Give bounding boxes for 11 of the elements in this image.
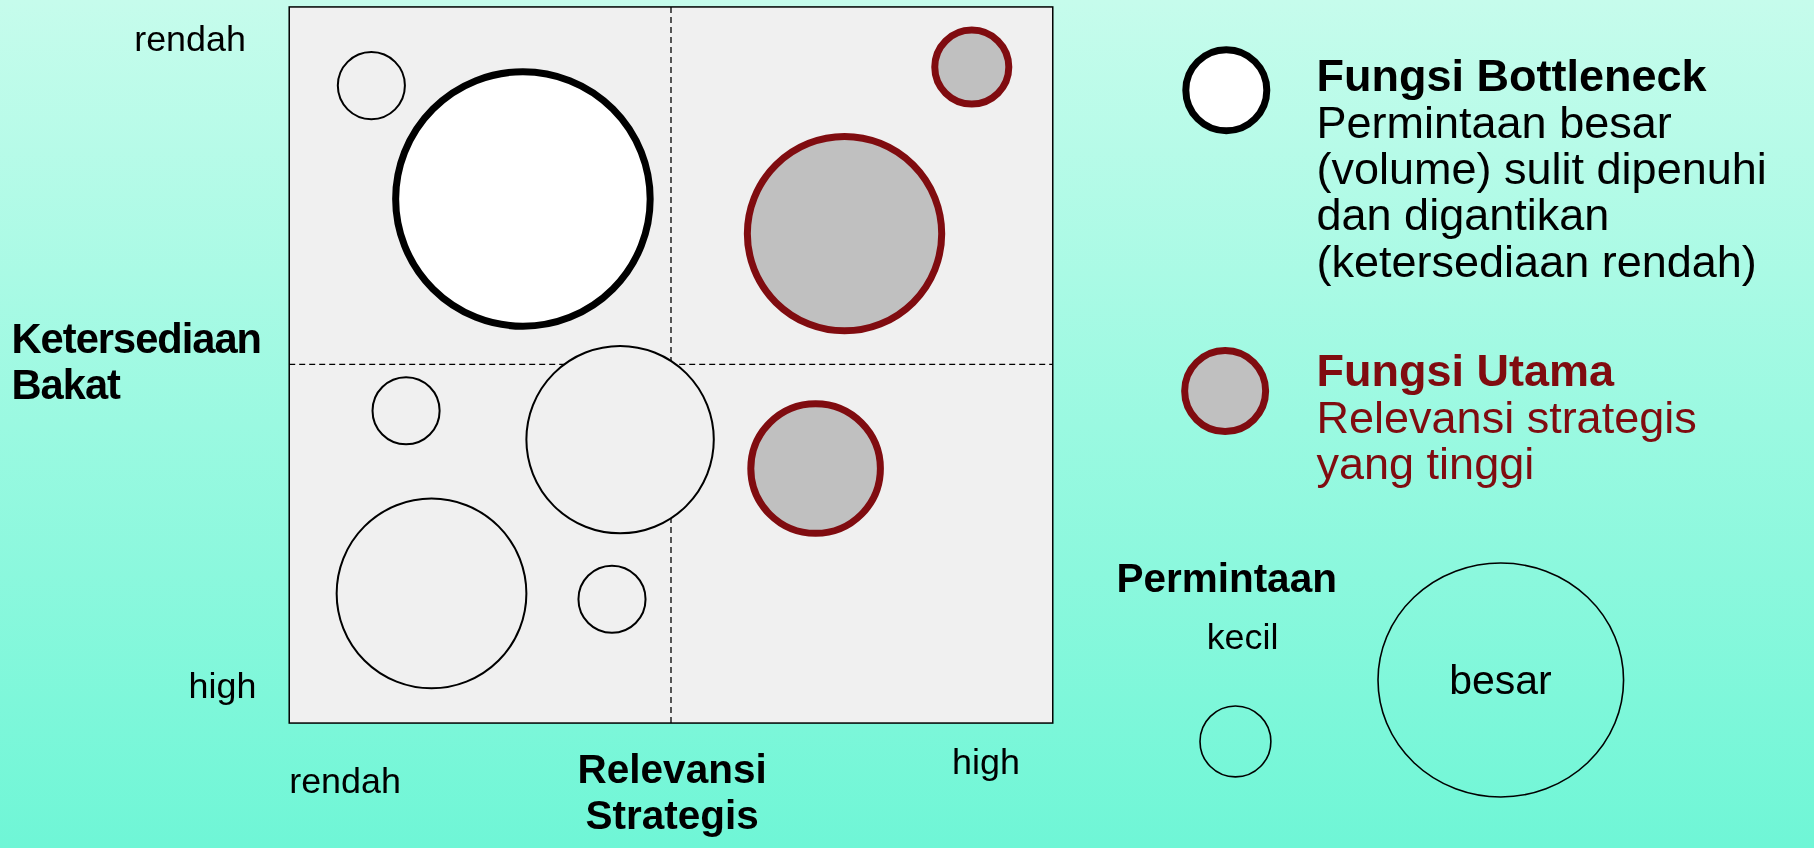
axis-title: Relevansi Strategis bbox=[576, 747, 768, 838]
axis-title: Ketersediaan Bakat bbox=[11, 315, 262, 410]
axis-label: high bbox=[952, 741, 1020, 782]
axis-label: rendah bbox=[289, 761, 401, 802]
axis-label: rendah bbox=[134, 18, 246, 59]
axis-label: high bbox=[188, 666, 257, 707]
legend-text: Fungsi Utama Relevansi strategis yang tinggi bbox=[1316, 348, 1698, 488]
axis-title: Permintaan bbox=[1116, 556, 1338, 602]
legend-text: Fungsi Bottleneck Permintaan besar (volume) sulit dipenuhi dan digantikan (ketersediaan rendah) bbox=[1316, 53, 1768, 285]
size-label: kecil bbox=[1206, 616, 1279, 657]
size-label: besar bbox=[1449, 656, 1552, 704]
